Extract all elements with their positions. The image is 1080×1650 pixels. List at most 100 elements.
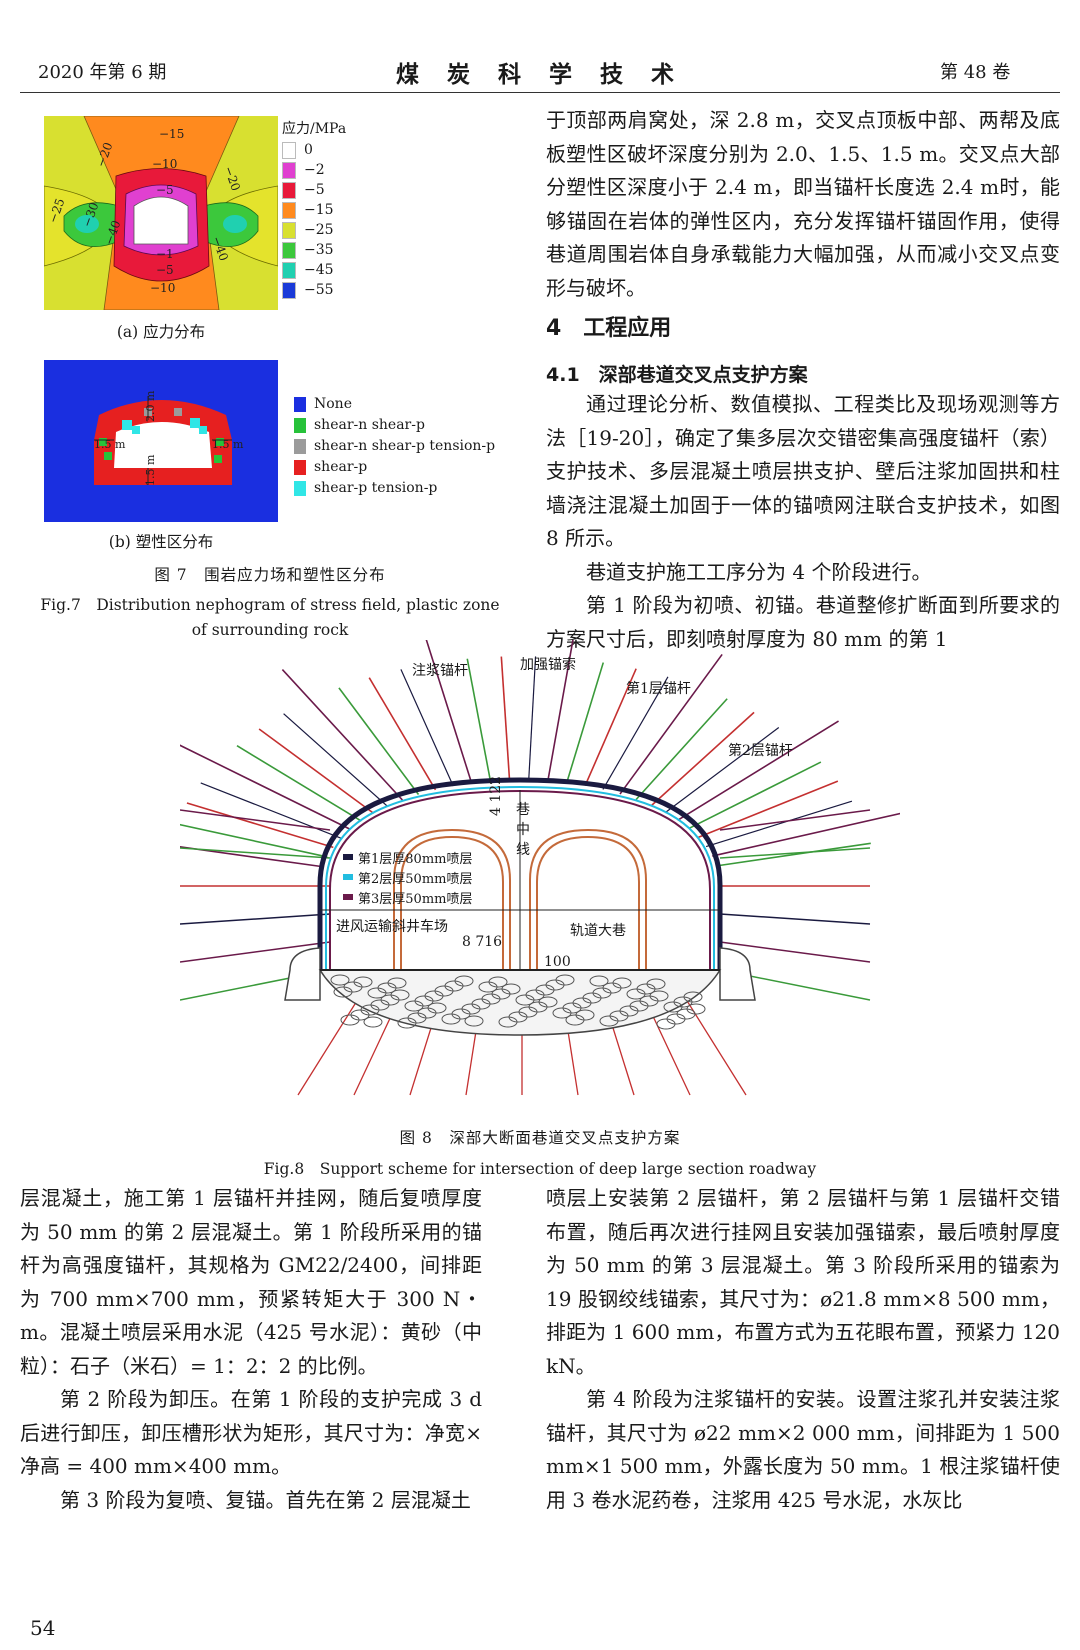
dim-label-left: 1.5 m <box>94 438 126 451</box>
plastic-legend-item: shear-p tension-p <box>294 478 495 499</box>
bottom-left-column: 层混凝土，施工第 1 层锚杆并挂网，随后复喷厚度为 50 mm 的第 2 层混凝… <box>20 1182 482 1517</box>
legend-label: None <box>314 396 352 412</box>
anchor-bolt-line <box>176 743 351 831</box>
legend-swatch <box>282 261 296 279</box>
anchor-bolt-line <box>421 626 473 784</box>
fig7-caption-cn: 图 7 围岩应力场和塑性区分布 <box>154 566 386 584</box>
right-column-top: 于顶部两肩窝处，深 2.8 m，交叉点顶板中部、两帮及底板塑性区破坏深度分别为 … <box>546 104 1060 305</box>
svg-text:−1: −1 <box>156 247 174 261</box>
anchor-bolt-line <box>619 653 723 795</box>
plastic-zone-plot: 2.0 m 1.5 m 1.5 m 1.5 m <box>44 360 278 522</box>
gravel-stone <box>390 989 410 1001</box>
legend-swatch <box>294 439 306 454</box>
side-bolt-line <box>719 941 871 963</box>
legend-swatch <box>282 161 296 179</box>
side-bolt-line <box>719 913 871 925</box>
fig7-caption-en-1: Fig.7 Distribution nephogram of stress f… <box>40 596 500 614</box>
right-column-body: 通过理论分析、数值模拟、工程类比及现场观测等方法［19-20］，确定了集多层次交… <box>546 388 1060 656</box>
legend-swatch <box>282 221 296 239</box>
gravel-stone <box>464 1015 484 1027</box>
bottom-right-column: 喷层上安装第 2 层锚杆，第 2 层锚杆与第 1 层锚杆交错布置，随后再次进行挂… <box>546 1182 1060 1517</box>
anchor-bolt-line <box>664 727 780 814</box>
anchor-bolt-line <box>236 745 362 822</box>
stress-legend-item: −2 <box>282 160 346 180</box>
gravel-stone <box>649 990 669 1002</box>
anchor-bolt-line <box>186 802 334 849</box>
height-label: 4 122 <box>488 775 504 816</box>
side-bolt-line <box>179 847 331 859</box>
layer1-label: 第1层厚80mm喷层 <box>358 852 473 867</box>
anchor-bolt-line <box>584 668 637 787</box>
legend-swatch <box>282 281 296 299</box>
legend-swatch <box>282 141 296 159</box>
issue-label: 2020 年第 6 期 <box>38 62 167 83</box>
header-rule <box>20 92 1060 93</box>
stress-legend-title: 应力/MPa <box>282 121 347 137</box>
dim-label-top: 2.0 m <box>144 390 157 422</box>
gravel-stone <box>353 976 373 988</box>
gravel-stone <box>538 996 558 1008</box>
side-bolt-line <box>719 847 871 859</box>
side-bolt-line <box>179 913 331 925</box>
support-scheme-diagram: 注浆锚杆 加强锚索 第1层锚杆 第2层锚杆 4 122 巷中线 第1层厚80mm… <box>121 621 909 1110</box>
gravel-stone <box>363 1016 383 1028</box>
anchor-bolt-line <box>650 711 755 807</box>
anchor-bolt-line <box>697 780 839 839</box>
legend-swatch <box>282 201 296 219</box>
paragraph: 第 2 阶段为卸压。在第 1 阶段的支护完成 3 d 后进行卸压，卸压槽形状为矩… <box>20 1387 482 1478</box>
svg-text:−10: −10 <box>152 157 177 171</box>
legend-swatch <box>282 181 296 199</box>
anchor-bolt-line <box>635 698 728 801</box>
paragraph: 巷道支护施工工序分为 4 个阶段进行。 <box>586 559 932 584</box>
svg-text:−10: −10 <box>150 281 175 295</box>
gravel-stone <box>612 977 632 989</box>
legend-swatch <box>294 481 306 496</box>
anchor-bolt-line <box>368 677 437 791</box>
left-roadway-label: 进风运输斜井车场 <box>336 919 448 935</box>
legend-label: shear-n shear-p tension-p <box>314 438 496 454</box>
anchor-bolt-line <box>466 658 492 782</box>
legend-label: −15 <box>304 202 334 218</box>
legend-label: −5 <box>304 182 325 198</box>
subsection-title: 4.1 深部巷道交叉点支护方案 <box>546 364 808 386</box>
legend-label: 0 <box>304 142 313 158</box>
anchor-bolt-line <box>400 669 454 787</box>
legend-label: −25 <box>304 222 334 238</box>
plastic-legend-item: shear-n shear-p tension-p <box>294 436 495 457</box>
volume-label: 第 48 卷 <box>940 62 1011 83</box>
plastic-legend-item: None <box>294 394 495 415</box>
stress-legend: 应力/MPa 0 −2 −5 −15 −25 −35 −45 −55 <box>282 118 346 300</box>
svg-text:−5: −5 <box>156 263 174 277</box>
anchor-bolt-line <box>602 676 669 790</box>
grout-bolt-label: 注浆锚杆 <box>412 663 468 679</box>
legend-swatch <box>282 241 296 259</box>
gravel-stone <box>330 974 350 986</box>
anchor-bolt-line <box>200 782 342 839</box>
anchor-bolt-line <box>565 662 605 784</box>
anchor-bolt-line <box>712 810 909 857</box>
anchor-bolt-line <box>283 713 388 807</box>
bolt2-label: 第2层锚杆 <box>728 743 793 759</box>
section-title: 4 工程应用 <box>546 316 672 341</box>
stress-legend-item: −25 <box>282 220 346 240</box>
gravel-stone <box>427 1002 447 1014</box>
anchor-bolt-line <box>547 621 578 782</box>
legend-label: −35 <box>304 242 334 258</box>
paragraph: 通过理论分析、数值模拟、工程类比及现场观测等方法［19-20］，确定了集多层次交… <box>546 392 1060 550</box>
gravel-stone <box>686 1003 706 1015</box>
anchor-bolt-line <box>281 669 404 801</box>
paragraph: 第 3 阶段为复喷、复锚。首先在第 2 层混凝土 <box>60 1487 471 1512</box>
stress-contour-plot: −15 −10 −20 −20 −5 −25 −30 −40 −40 −1 −5… <box>43 115 279 311</box>
gravel-stone <box>575 1009 595 1021</box>
stress-legend-item: −15 <box>282 200 346 220</box>
svg-text:−5: −5 <box>156 183 174 197</box>
paragraph: 第 1 阶段为初喷、初锚。巷道整修扩断面到所要求的方案尺寸后，即刻喷射厚度为 8… <box>546 593 1060 651</box>
gravel-stone <box>454 975 474 987</box>
paragraph: 于顶部两肩窝处，深 2.8 m，交叉点顶板中部、两帮及底板塑性区破坏深度分别为 … <box>546 108 1060 300</box>
legend-label: −55 <box>304 282 334 298</box>
cable-label: 加强锚索 <box>520 657 576 673</box>
legend-label: −45 <box>304 262 334 278</box>
svg-text:−15: −15 <box>159 127 184 141</box>
side-bolt-line <box>179 941 331 963</box>
